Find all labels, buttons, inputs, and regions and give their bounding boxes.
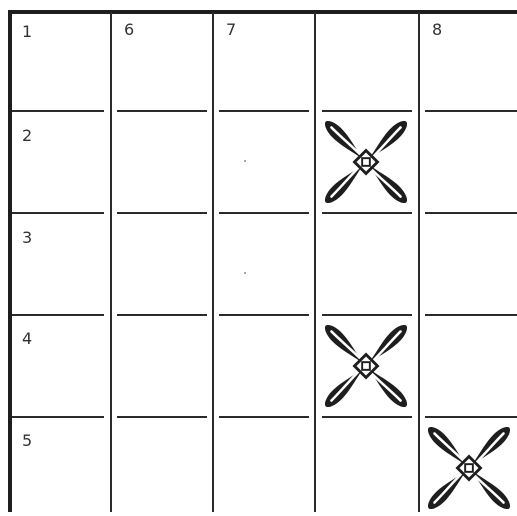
row-divider xyxy=(322,110,412,112)
cell-label-5: 5 xyxy=(22,433,32,449)
row-divider xyxy=(117,212,207,214)
column-divider xyxy=(110,12,112,512)
row-divider xyxy=(12,212,104,214)
cell-label-2: 2 xyxy=(22,128,32,144)
row-divider xyxy=(425,314,517,316)
row-divider xyxy=(425,110,517,112)
column-divider xyxy=(418,12,420,512)
cell-label-4: 4 xyxy=(22,331,32,347)
row-divider xyxy=(219,110,309,112)
board-left-border xyxy=(8,10,12,512)
speck xyxy=(244,272,246,274)
row-divider xyxy=(322,314,412,316)
row-divider xyxy=(322,212,412,214)
flower-icon[interactable] xyxy=(318,318,414,414)
speck xyxy=(244,160,246,162)
cell-label-1: 1 xyxy=(22,24,32,40)
cell-label-8: 8 xyxy=(432,22,442,38)
row-divider xyxy=(425,416,517,418)
cell-label-6: 6 xyxy=(124,22,134,38)
row-divider xyxy=(117,314,207,316)
row-divider xyxy=(219,416,309,418)
cell-label-3: 3 xyxy=(22,230,32,246)
flower-icon[interactable] xyxy=(318,114,414,210)
row-divider xyxy=(12,416,104,418)
cell-label-7: 7 xyxy=(226,22,236,38)
column-divider xyxy=(212,12,214,512)
row-divider xyxy=(117,416,207,418)
flower-icon[interactable] xyxy=(421,420,517,516)
row-divider xyxy=(322,416,412,418)
row-divider xyxy=(219,314,309,316)
board-top-border xyxy=(8,10,517,14)
row-divider xyxy=(425,212,517,214)
row-divider xyxy=(219,212,309,214)
row-divider xyxy=(12,314,104,316)
row-divider xyxy=(12,110,104,112)
row-divider xyxy=(117,110,207,112)
column-divider xyxy=(314,12,316,512)
